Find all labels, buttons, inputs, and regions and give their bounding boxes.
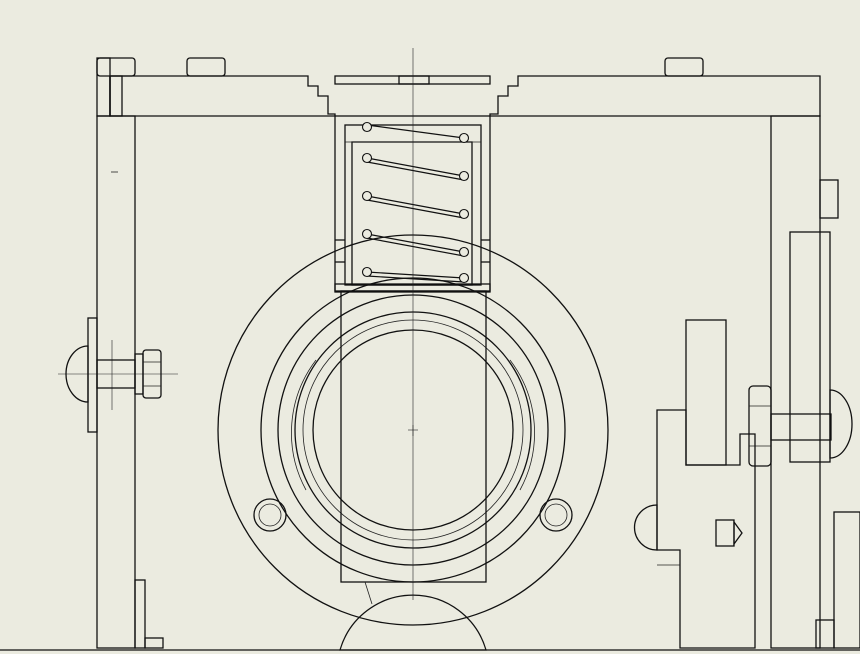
right-bolt-and-nut: [748, 385, 853, 467]
bracket-assembly: [633, 319, 756, 649]
centerlines: [58, 48, 418, 600]
left-bolt: [65, 317, 162, 433]
ball: [339, 581, 487, 651]
compression-spring: [334, 115, 491, 292]
housing-top-plate: [96, 57, 821, 117]
plunger: [334, 283, 491, 583]
housing-right-wall: [770, 115, 860, 649]
housing-left-wall: [96, 57, 164, 649]
